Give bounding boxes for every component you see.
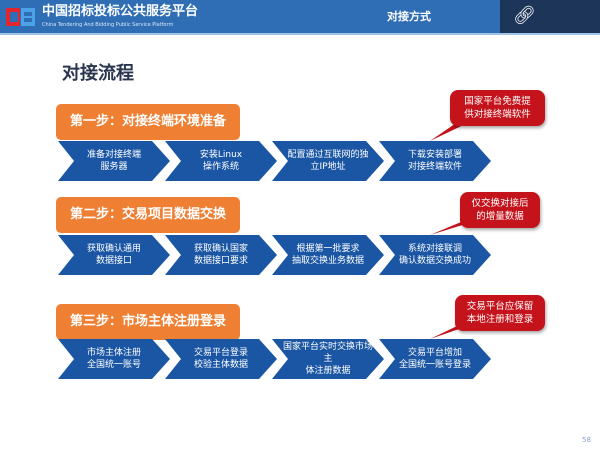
brand-english: China Tendering And Bidding Public Servi… bbox=[42, 22, 174, 28]
chevron-shape bbox=[379, 141, 491, 181]
chevron-shape bbox=[272, 339, 384, 379]
flow-item: 国家平台实时交换市场主 体注册数据 bbox=[282, 342, 373, 376]
chevron-shape bbox=[58, 141, 170, 181]
step-1-label: 第一步：对接终端环境准备 bbox=[56, 104, 240, 140]
step-1-flow: 准备对接终端 服务器 安装Linux 操作系统 配置通过互联网的独 立IP地址 下载安… bbox=[58, 141, 498, 181]
flow-item: 交易平台增加 全国统一账号登录 bbox=[398, 348, 471, 370]
flow-item: 市场主体注册 全国统一账号 bbox=[86, 348, 141, 370]
step-3-label: 第三步：市场主体注册登录 bbox=[56, 304, 240, 340]
chevron-shape bbox=[165, 141, 277, 181]
chevron-shape bbox=[165, 235, 277, 275]
link-icon: 🔗︎ bbox=[513, 5, 536, 26]
chevron-shape bbox=[272, 141, 384, 181]
step-2-label: 第二步：交易项目数据交换 bbox=[56, 197, 240, 233]
flow-item: 获取确认通用 数据接口 bbox=[86, 244, 141, 266]
header-icon-panel bbox=[500, 0, 600, 33]
chevron-shape bbox=[58, 235, 170, 275]
flow-item: 安装Linux 操作系统 bbox=[199, 150, 243, 172]
chevron-shape bbox=[379, 235, 491, 275]
flow-item: 准备对接终端 服务器 bbox=[86, 150, 141, 172]
logo-icon bbox=[6, 8, 35, 26]
header-bar: 中国招标投标公共服务平台 China Tendering And Bidding… bbox=[0, 0, 600, 35]
page-title: 对接流程 bbox=[62, 63, 134, 84]
chevron-shape bbox=[165, 339, 277, 379]
flow-item: 系统对接联调 确认数据交换成功 bbox=[398, 244, 471, 266]
section-title: 对接方式 bbox=[387, 10, 431, 23]
step-1-callout: 国家平台免费提 供对接终端软件 bbox=[450, 90, 545, 126]
step-2-callout: 仅交换对接后 的增量数据 bbox=[460, 192, 540, 228]
flow-item: 交易平台登录 校验主体数据 bbox=[193, 348, 248, 370]
step-2-flow: 获取确认通用 数据接口 获取确认国家 数据接口要求 根据第一批要求 抽取交换业务数据… bbox=[58, 235, 498, 275]
step-3-flow: 市场主体注册 全国统一账号 交易平台登录 校验主体数据 国家平台实时交换市场主 体注… bbox=[58, 339, 498, 379]
step-3-callout: 交易平台应保留 本地注册和登录 bbox=[455, 295, 545, 331]
brand-name: 中国招标投标公共服务平台 bbox=[42, 4, 199, 19]
flow-item: 获取确认国家 数据接口要求 bbox=[193, 244, 248, 266]
flow-item: 根据第一批要求 抽取交换业务数据 bbox=[291, 244, 364, 266]
page-number: 58 bbox=[582, 436, 591, 444]
chevron-shape bbox=[58, 339, 170, 379]
chevron-shape bbox=[379, 339, 491, 379]
flow-item: 配置通过互联网的独 立IP地址 bbox=[287, 150, 369, 172]
chevron-shape bbox=[272, 235, 384, 275]
flow-item: 下载安装部署 对接终端软件 bbox=[407, 150, 462, 172]
